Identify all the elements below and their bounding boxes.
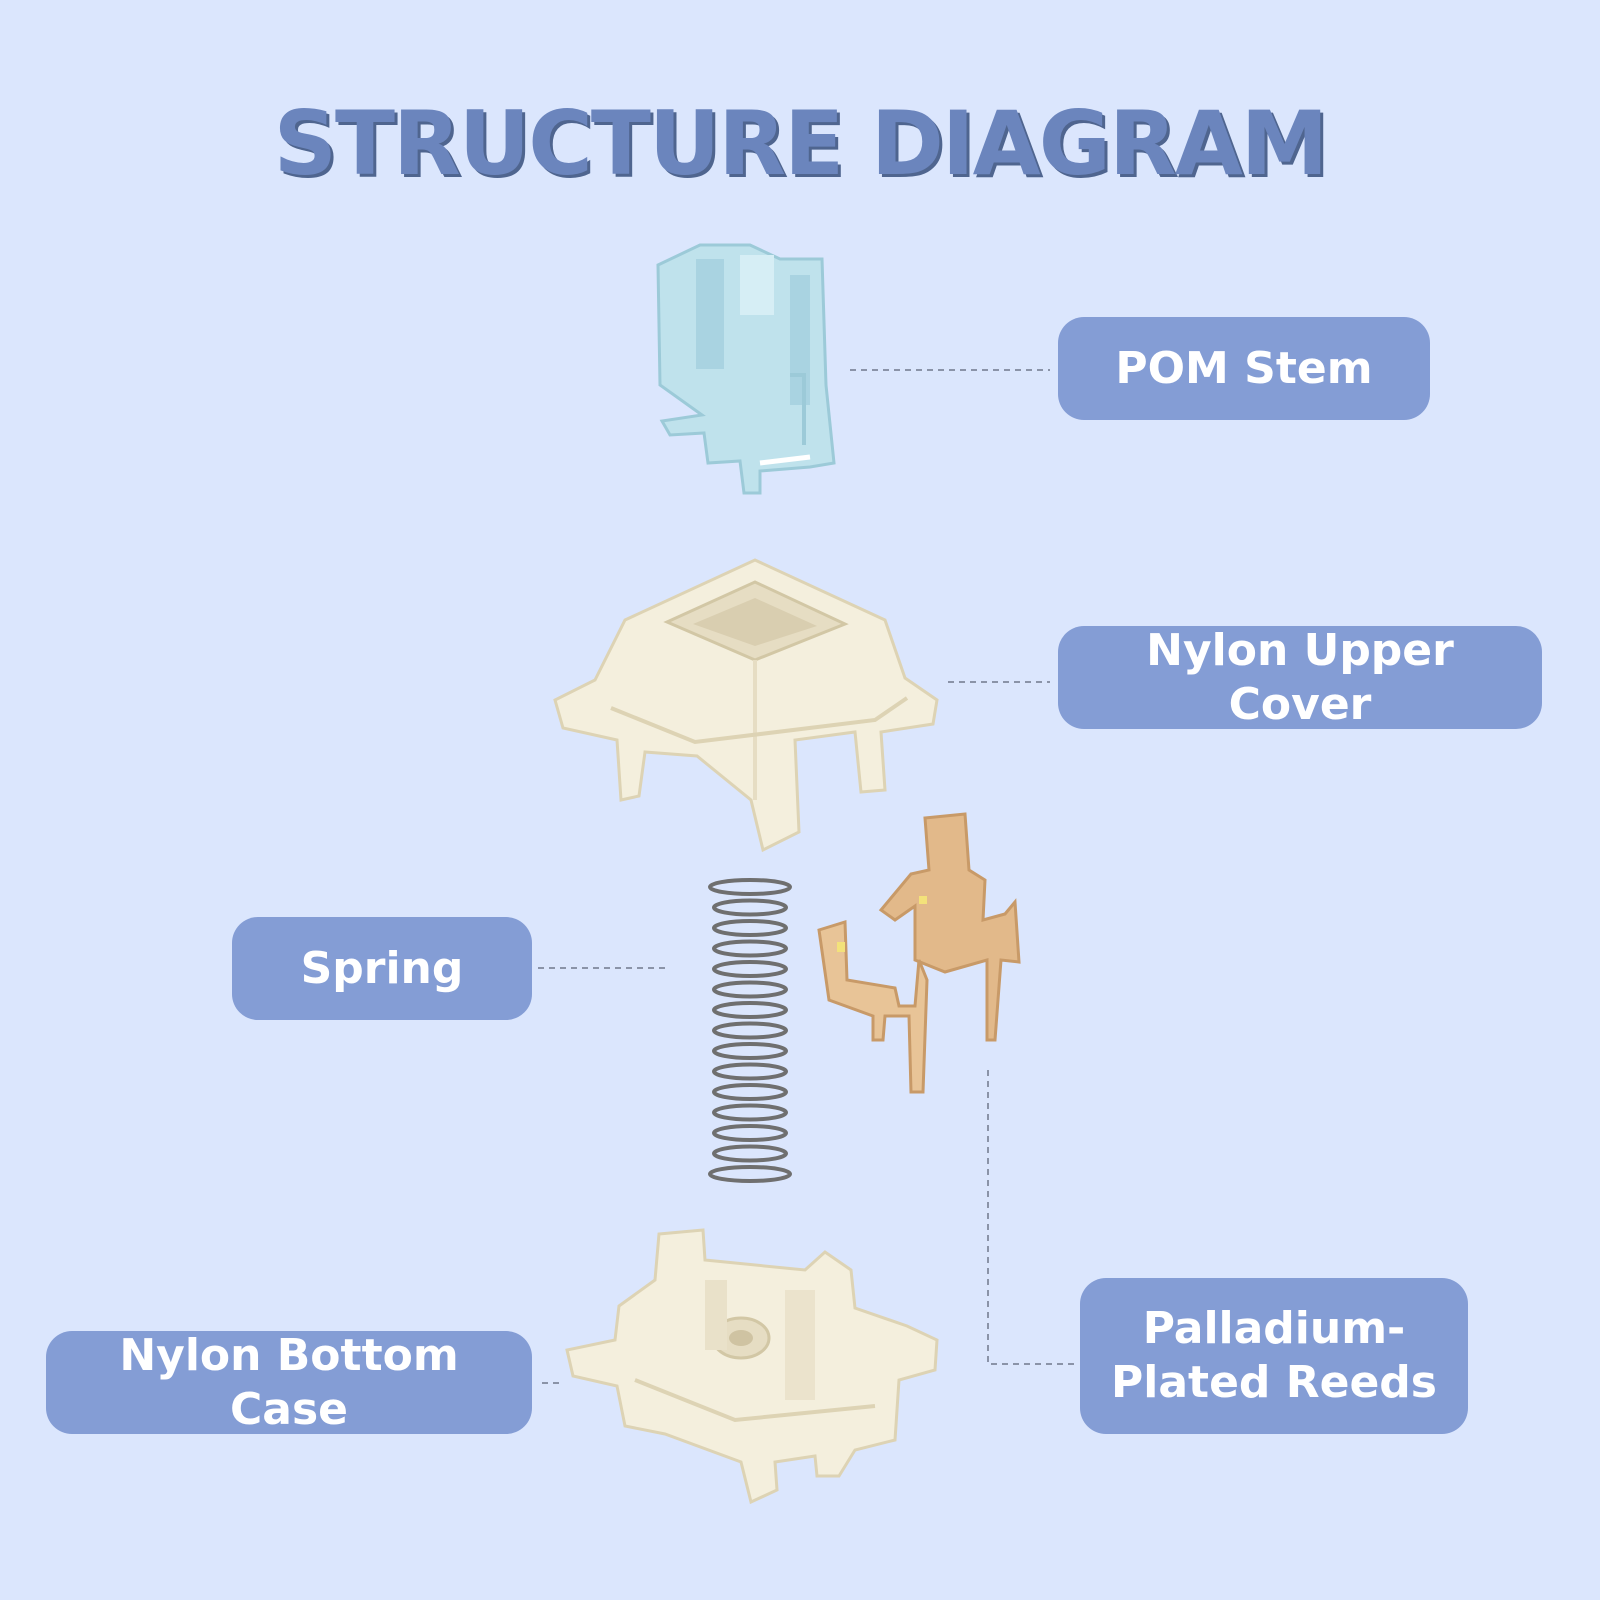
pom-stem-label-text: POM Stem <box>1115 342 1372 396</box>
pom-stem-label: POM Stem <box>1058 317 1430 420</box>
spring-label-text: Spring <box>301 942 464 996</box>
nylon-bottom-case-label-text: Nylon Bottom Case <box>62 1329 516 1437</box>
spring-label: Spring <box>232 917 532 1020</box>
palladium-reeds-label-line2: Plated Reeds <box>1111 1356 1437 1410</box>
palladium-reeds-label: Palladium- Plated Reeds <box>1080 1278 1468 1434</box>
nylon-upper-cover-label: Nylon Upper Cover <box>1058 626 1542 729</box>
nylon-bottom-case-label: Nylon Bottom Case <box>46 1331 532 1434</box>
reeds-leader-line <box>988 1070 1076 1364</box>
nylon-upper-cover-label-text: Nylon Upper Cover <box>1074 624 1526 732</box>
palladium-reeds-label-line1: Palladium- <box>1143 1302 1406 1356</box>
